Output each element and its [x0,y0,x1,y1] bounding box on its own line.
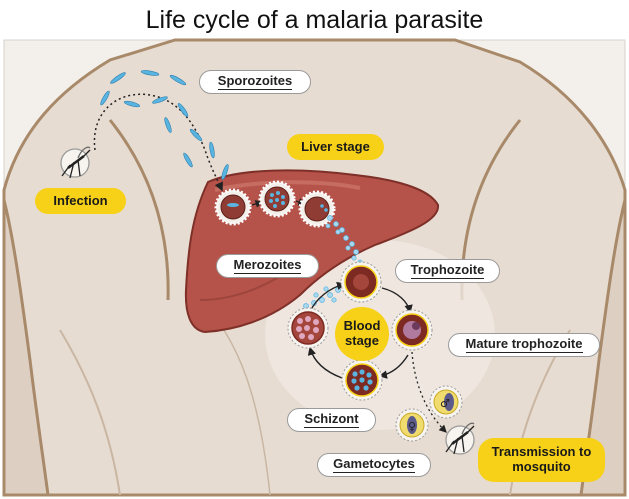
rbc-schizont [341,359,383,401]
label-gametocytes: Gametocytes [317,453,431,477]
label-infection: Infection [35,188,126,214]
label-blood-stage: Blood stage [335,307,389,361]
liver-cell-1 [214,188,252,226]
label-mature-trophozoite: Mature trophozoite [448,333,600,357]
female-symbol: ♀ [408,420,416,433]
rbc-mature-trophozoite [391,309,433,351]
label-trophozoite: Trophozoite [395,259,500,283]
sporozoites [100,70,229,180]
sporozoite-path [93,93,223,192]
label-merozoites: Merozoites [216,254,319,278]
diagram-title: Life cycle of a malaria parasite [145,6,484,34]
rbc-trophozoite [340,261,382,303]
mosquito-transmission-icon [445,422,475,455]
gametocyte-male [429,385,463,419]
label-liver-stage: Liver stage [287,134,384,160]
liver-cell-3 [298,190,336,228]
label-sporozoites: Sporozoites [199,70,311,94]
label-schizont: Schizont [287,408,376,432]
label-transmission: Transmission to mosquito [478,438,605,482]
rbc-rupturing [287,307,329,349]
liver-cell-2 [258,180,296,218]
left-arm [2,199,50,497]
mosquito-infection-icon [60,146,91,179]
male-symbol: ♂ [440,397,450,410]
gametocyte-female [395,408,429,442]
chest-contour-left [108,119,170,301]
